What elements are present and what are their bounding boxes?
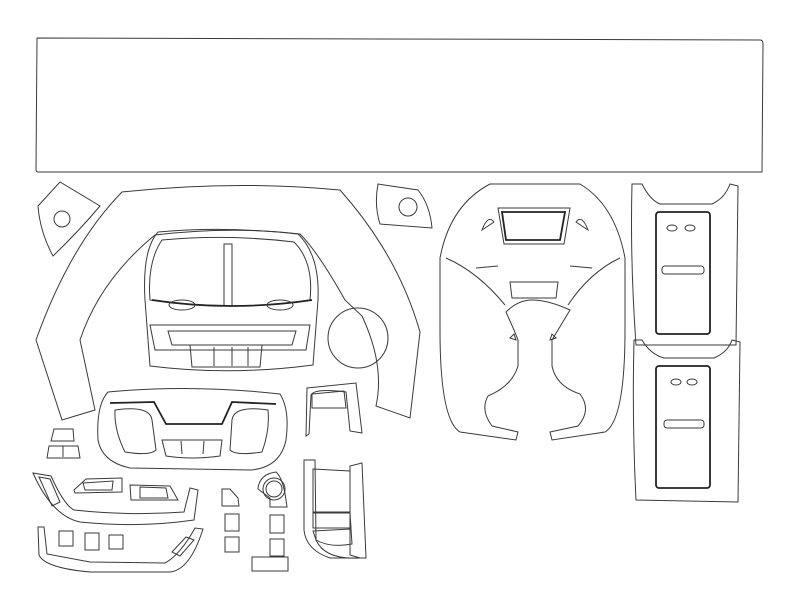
door-handle-trims [32, 472, 204, 573]
side-bracket-trims [303, 382, 367, 559]
gear-surround [257, 471, 288, 508]
round-vent-disc [327, 307, 389, 369]
left-round-badge [37, 181, 101, 257]
top-strip [35, 37, 764, 173]
small-buttons [221, 488, 289, 572]
center-console-panel [144, 228, 319, 372]
center-tunnel-panel [439, 183, 626, 441]
door-panel-lower [632, 339, 741, 503]
small-switch-panels [46, 428, 81, 459]
door-panel-upper [631, 183, 739, 346]
dashboard-arch [35, 184, 421, 421]
right-round-badge [375, 183, 433, 229]
lower-dash-panel [97, 387, 288, 471]
